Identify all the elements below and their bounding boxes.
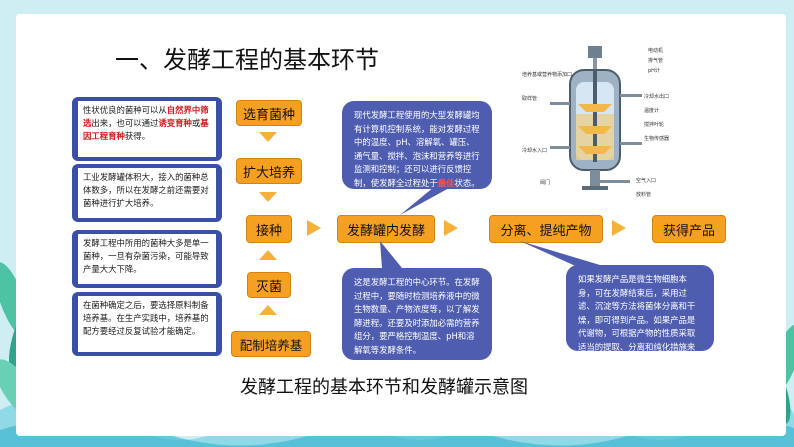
- step-sterilize: 灭菌: [247, 272, 291, 298]
- label-ph: pH计: [648, 67, 660, 74]
- arrow-right-2: [444, 220, 458, 236]
- label-valve: 阀门: [540, 179, 550, 186]
- arrow-down-2: [259, 192, 277, 202]
- note1-text-b: 出来，也可以通过: [91, 118, 159, 128]
- arrow-right-1: [307, 220, 321, 236]
- label-baffle: 生物传感器: [644, 135, 669, 142]
- note1-text-d: 获得。: [124, 131, 150, 141]
- cloud-top-text-a: 现代发酵工程使用的大型发酵罐均有计算机控制系统，能对发酵过程中的温度、pH、溶解…: [354, 110, 480, 188]
- note1-highlight-genetic: 基因工程育种: [83, 118, 209, 141]
- note1-highlight-natural: 自然界中筛选: [83, 105, 209, 128]
- label-stir: 搅拌叶轮: [644, 121, 664, 128]
- label-cool-in: 冷却水入口: [522, 147, 547, 154]
- label-feed: 培养基或营养物添加口: [522, 71, 572, 78]
- cloud-top-text-b: 状态。: [454, 177, 480, 188]
- arrow-up-1: [259, 250, 277, 260]
- label-cool-out: 冷却水出口: [644, 93, 669, 100]
- callout-control-system: 现代发酵工程使用的大型发酵罐均有计算机控制系统，能对发酵过程中的温度、pH、溶解…: [342, 101, 492, 189]
- note1-text-c: 或: [191, 118, 201, 128]
- cloud-top-highlight: 最佳: [437, 177, 455, 188]
- arrow-right-3: [612, 220, 626, 236]
- label-discharge: 放料管: [636, 191, 651, 198]
- motor-icon: [588, 46, 602, 58]
- step-separate: 分离、提纯产物: [489, 215, 603, 243]
- arrow-up-2: [259, 305, 277, 315]
- note4-text: 在菌种确定之后，要选择原料制备培养基。在生产实践中，培养基的配方要经过反复试验才…: [78, 296, 216, 352]
- note-medium: 在菌种确定之后，要选择原料制备培养基。在生产实践中，培养基的配方要经过反复试验才…: [72, 292, 222, 356]
- figure-caption: 发酵工程的基本环节和发酵罐示意图: [240, 377, 528, 398]
- note2-text: 工业发酵罐体积大，接入的菌种总体数多，所以在发酵之前还需要对菌种进行扩大培养。: [78, 168, 216, 218]
- step-inoculate: 接种: [246, 215, 292, 243]
- step-select-strain: 选育菌种: [236, 100, 302, 126]
- fermenter-diagram: 电动机 排气管 pH计 培养基或营养物添加口 取样管 冷却水出口 温度计 搅拌叶…: [522, 46, 669, 198]
- step-prepare-medium: 配制培养基: [231, 331, 311, 357]
- note-select-strain: 性状优良的菌种可以从自然界中筛选出来，也可以通过诱变育种或基因工程育种获得。: [72, 97, 222, 161]
- note-expand: 工业发酵罐体积大，接入的菌种总体数多，所以在发酵之前还需要对菌种进行扩大培养。: [72, 164, 222, 222]
- note3-text: 发酵工程中所用的菌种大多是单一菌种，一旦有杂菌污染，可能导致产量大大下降。: [78, 234, 216, 284]
- step-product: 获得产品: [652, 215, 726, 243]
- note1-text-a: 性状优良的菌种可以从: [83, 105, 167, 115]
- label-temp: 温度计: [644, 107, 659, 114]
- label-sample: 取样管: [522, 95, 537, 102]
- callout-separation: 如果发酵产品是微生物细胞本身，可在发酵结束后，采用过滤、沉淀等方法将菌体分离和干…: [566, 265, 714, 365]
- label-air: 空气入口: [636, 177, 656, 184]
- step-ferment: 发酵罐内发酵: [337, 215, 435, 243]
- label-motor: 电动机: [648, 47, 663, 54]
- step-expand-culture: 扩大培养: [236, 158, 302, 184]
- arrow-down-1: [259, 132, 277, 142]
- label-exhaust: 排气管: [648, 57, 663, 64]
- note-inoculate: 发酵工程中所用的菌种大多是单一菌种，一旦有杂菌污染，可能导致产量大大下降。: [72, 230, 222, 288]
- page-title: 一、发酵工程的基本环节: [115, 46, 379, 74]
- note1-highlight-mutation: 诱变育种: [158, 118, 192, 128]
- callout-central-step: 这是发酵工程的中心环节。在发酵过程中，要随时检测培养液中的微生物数量、产物浓度等…: [342, 268, 492, 360]
